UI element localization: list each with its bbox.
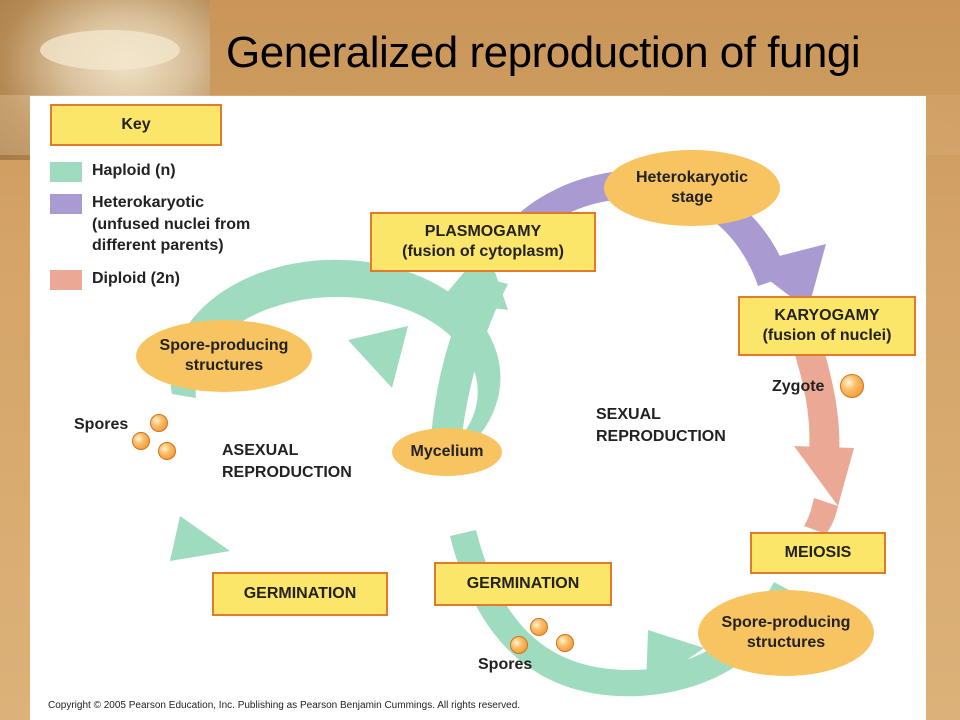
sexual-reproduction-label: SEXUAL REPRODUCTION: [596, 406, 726, 445]
spore-dot: [510, 636, 528, 654]
spore-structures-sexual-oval: Spore-producing structures: [698, 590, 874, 676]
plasmogamy-box: PLASMOGAMY (fusion of cytoplasm): [370, 212, 596, 272]
key-haploid-label: Haploid (n): [92, 162, 176, 179]
spore-dot: [158, 442, 176, 460]
germination-asexual-box: GERMINATION: [212, 572, 388, 616]
sexual-haploid-arm-up: [430, 276, 508, 458]
heterokaryotic-stage-oval: Heterokaryotic stage: [604, 150, 780, 226]
meiosis-arrowhead: [794, 446, 854, 506]
zygote-dot: [840, 374, 864, 398]
spore-dot: [556, 634, 574, 652]
copyright-notice: Copyright © 2005 Pearson Education, Inc.…: [48, 700, 521, 711]
asexual-reproduction-label: ASEXUAL REPRODUCTION: [222, 442, 352, 481]
asexual-ring: [170, 259, 501, 452]
spores-bottom-label: Spores: [478, 656, 533, 673]
key-heading: Key: [121, 116, 151, 133]
spore-dot: [132, 432, 150, 450]
diploid-swatch: [50, 270, 82, 290]
zygote-label: Zygote: [772, 378, 825, 395]
diagram-panel: Key Haploid (n) Heterokaryotic (unfused …: [30, 96, 926, 720]
key-heterokaryotic-label: Heterokaryotic (unfused nuclei from diff…: [92, 194, 251, 255]
asexual-mycelium-arrowhead: [348, 326, 408, 388]
spores-left-label: Spores: [74, 416, 129, 433]
germination-sexual-box: GERMINATION: [434, 562, 612, 606]
diploid-segment: [794, 344, 840, 466]
key-box: Key: [50, 104, 222, 146]
germination-sexual-arrowhead: [646, 630, 704, 688]
spore-structures-asexual-oval: Spore-producing structures: [136, 320, 312, 392]
haploid-swatch: [50, 162, 82, 182]
slide-title: Generalized reproduction of fungi: [226, 28, 861, 77]
karyogamy-arrowhead: [748, 244, 826, 310]
meiosis-box: MEIOSIS: [750, 532, 886, 574]
mycelium-oval: Mycelium: [392, 428, 502, 476]
diploid-to-meiosis: [804, 498, 838, 534]
asexual-germination-arrowhead: [170, 516, 230, 561]
key-diploid-label: Diploid (2n): [92, 270, 180, 287]
spore-dot: [530, 618, 548, 636]
karyogamy-box: KARYOGAMY (fusion of nuclei): [738, 296, 916, 356]
spore-dot: [150, 414, 168, 432]
heterokaryotic-swatch: [50, 194, 82, 214]
